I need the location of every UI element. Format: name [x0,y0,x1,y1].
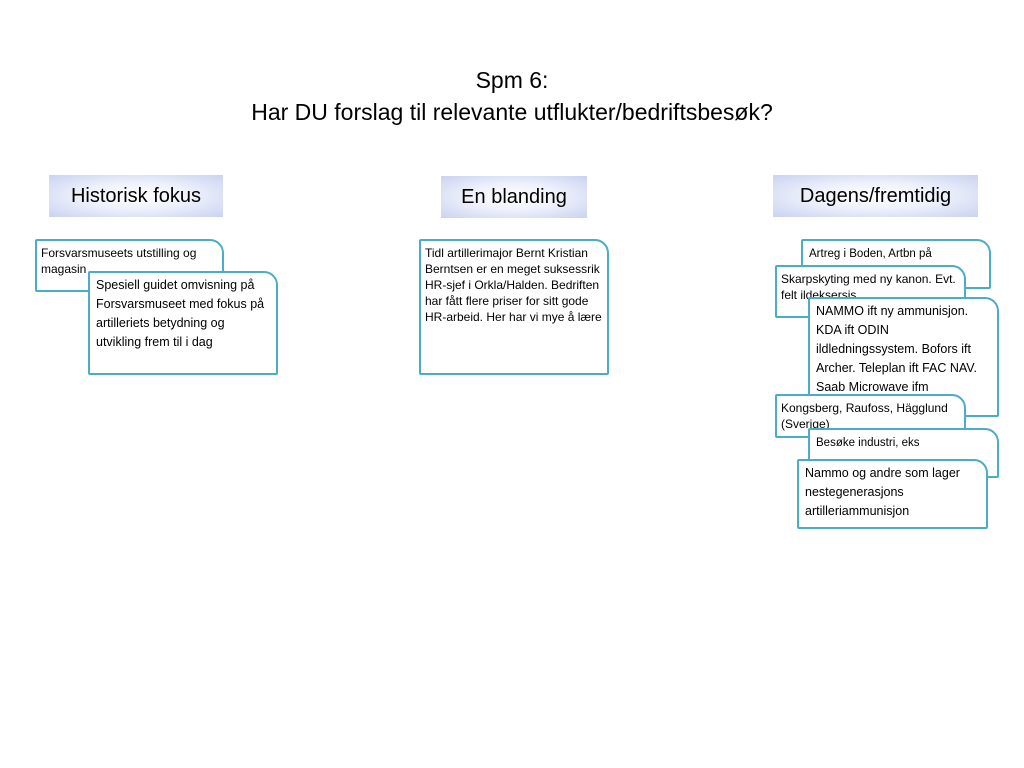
header-en-blanding: En blanding [441,176,587,218]
header-historisk-fokus: Historisk fokus [49,175,223,217]
slide-title-line1: Spm 6: [475,67,549,93]
slide-title-line2: Har DU forslag til relevante utflukter/b… [251,99,773,125]
note-historisk-2: Spesiell guidet omvisning på Forsvarsmus… [88,271,278,375]
slide-title: Spm 6: Har DU forslag til relevante utfl… [0,64,1024,128]
header-dagens-fremtidig: Dagens/fremtidig [773,175,978,217]
note-dagens-6: Nammo og andre som lager nestegenerasjon… [797,459,988,529]
note-blanding-1: Tidl artillerimajor Bernt Kristian Bernt… [419,239,609,375]
